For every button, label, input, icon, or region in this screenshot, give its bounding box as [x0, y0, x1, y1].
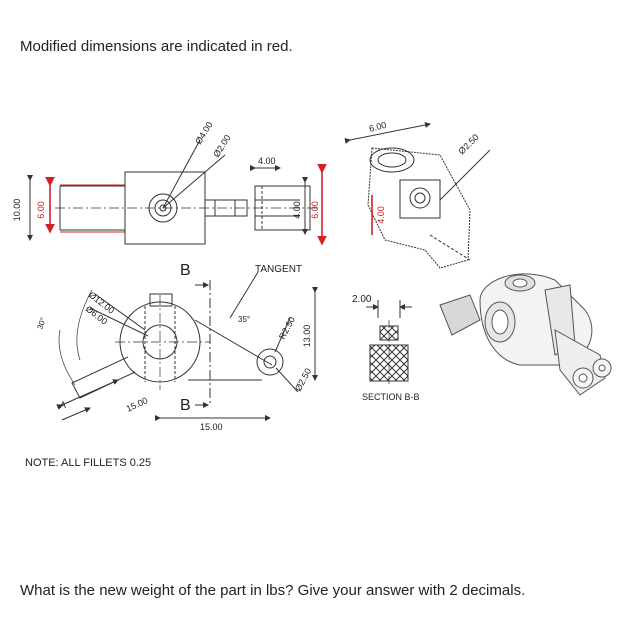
- dim-right-depth: 13.00: [302, 325, 312, 348]
- dim-pin-dia: Ø2.50: [293, 367, 313, 393]
- front-view: [56, 271, 318, 421]
- dim-overall-height: 10.00: [12, 199, 22, 222]
- dim-section-width: 2.00: [352, 294, 372, 305]
- section-letter-bottom: B: [180, 397, 191, 414]
- dim-left-height: 6.00: [36, 201, 46, 219]
- dim-hole-dia: Ø2.00: [211, 133, 232, 159]
- dim-bottom-length: 15.00: [200, 422, 223, 432]
- question-text: What is the new weight of the part in lb…: [20, 582, 526, 599]
- dim-arm-angle: 30°: [35, 316, 48, 330]
- isometric-render: [439, 273, 612, 396]
- view-arrow-label: A: [60, 400, 66, 410]
- tangent-label: TANGENT: [255, 264, 302, 275]
- auxiliary-view: [344, 122, 491, 269]
- dim-aux-dia: Ø2.50: [456, 132, 480, 156]
- section-letter-top: B: [180, 262, 191, 279]
- fillet-note: NOTE: ALL FILLETS 0.25: [25, 457, 151, 469]
- dim-aux-width: 6.00: [368, 120, 388, 134]
- dim-boss-dia: Ø4.00: [193, 120, 214, 146]
- dim-aux-height: 4.00: [376, 206, 386, 224]
- dim-arm-length: 15.00: [125, 395, 150, 414]
- section-label: SECTION B-B: [362, 392, 420, 402]
- dim-right-height-b: 6.00: [310, 201, 320, 219]
- section-view: [366, 300, 412, 386]
- dim-slot-width: 4.00: [258, 156, 276, 166]
- intro-text: Modified dimensions are indicated in red…: [20, 38, 293, 55]
- dim-right-height-a: 4.00: [292, 201, 302, 219]
- angle-label: 35°: [238, 315, 250, 324]
- dim-radius: R2.50: [277, 315, 297, 341]
- top-view: [27, 139, 327, 246]
